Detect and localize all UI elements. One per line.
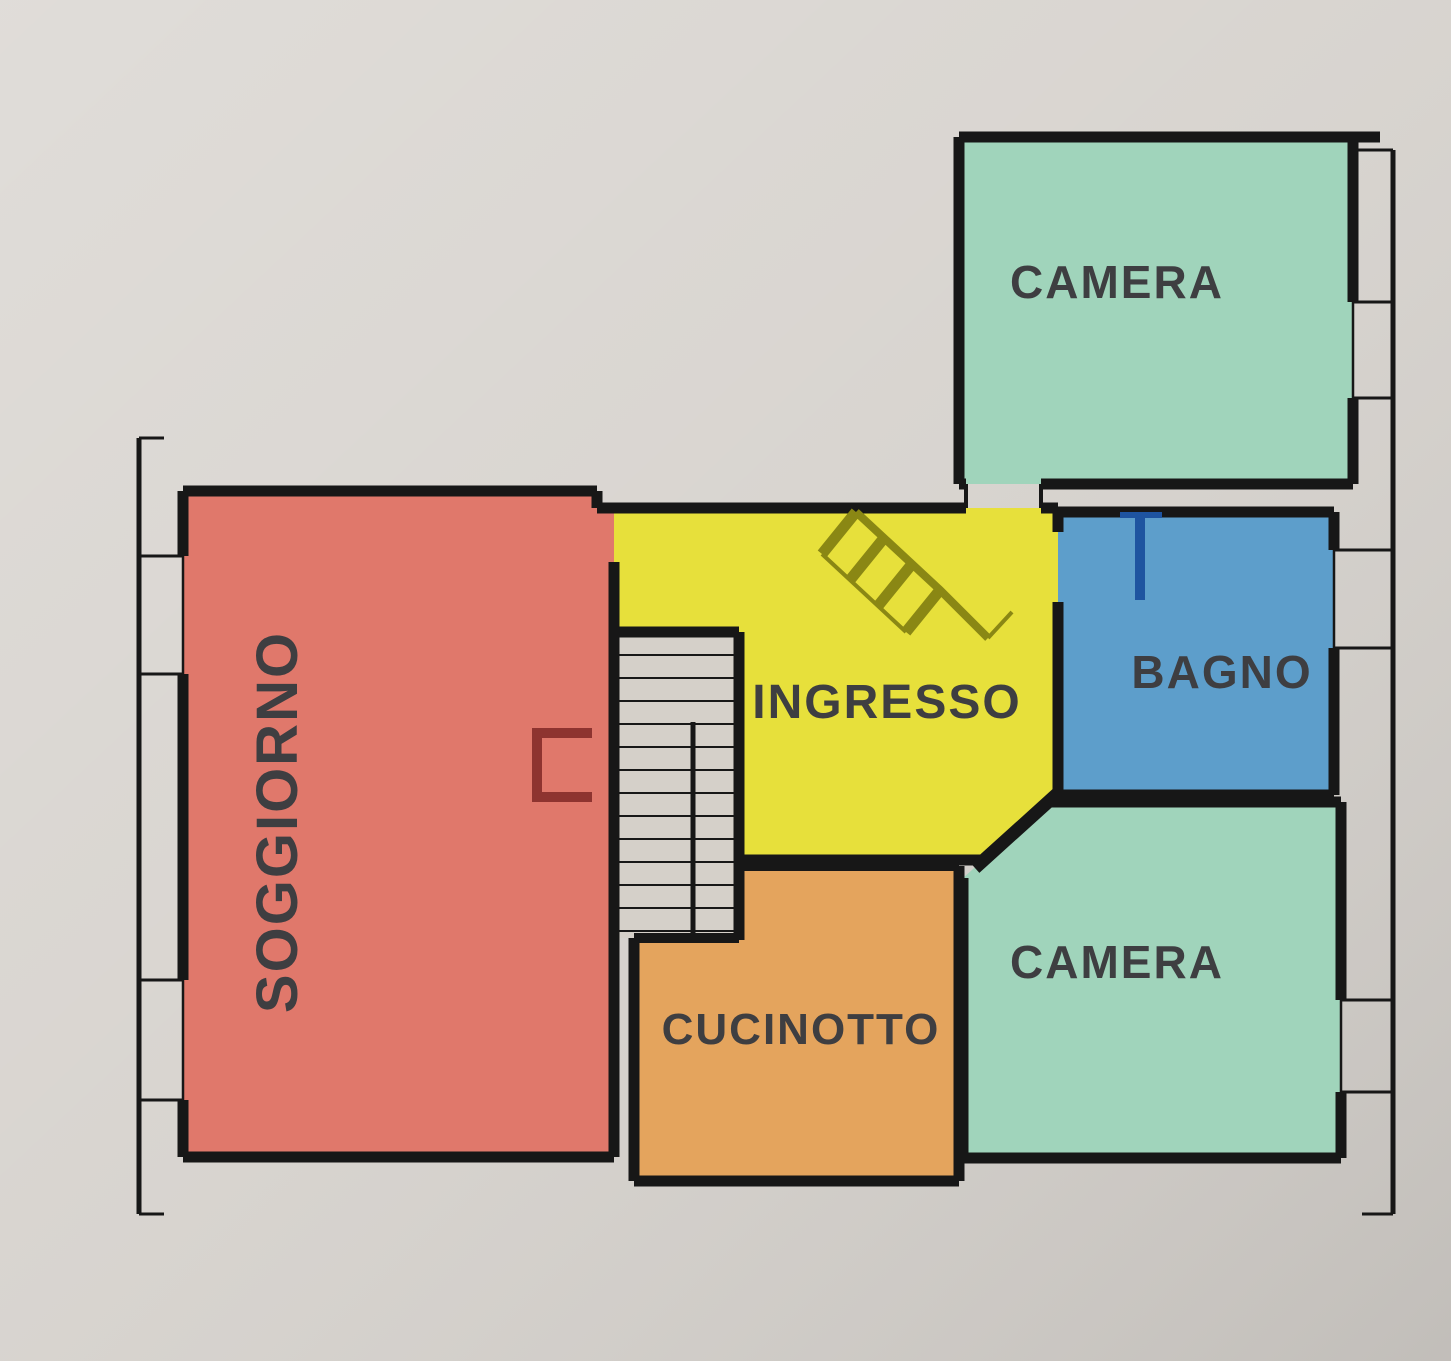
- walls: [177, 131, 1380, 1187]
- label-ingresso: INGRESSO: [752, 676, 1021, 729]
- room-soggiorno: [183, 491, 614, 1157]
- room-camera-bottom: [963, 802, 1341, 1158]
- stair-treads: [618, 654, 735, 935]
- bagno-door-symbol: [1120, 512, 1162, 600]
- label-cucinotto: CUCINOTTO: [662, 1005, 941, 1054]
- label-camera-bottom: CAMERA: [1010, 936, 1224, 988]
- label-soggiorno: SOGGIORNO: [245, 631, 310, 1013]
- rooms: [183, 137, 1353, 1181]
- stairwell: [614, 632, 739, 938]
- room-camera-top: [959, 137, 1353, 484]
- label-camera-top: CAMERA: [1010, 256, 1224, 308]
- stairs-symbol: [817, 508, 1014, 641]
- soggiorno-door-symbol: [532, 728, 592, 802]
- room-labels: CAMERA BAGNO CAMERA SOGGIORNO INGRESSO C…: [245, 256, 1312, 1054]
- room-bagno: [1058, 512, 1334, 795]
- room-cucinotto: [634, 866, 959, 1181]
- windows-and-outer-walls: [136, 148, 1396, 1216]
- label-bagno: BAGNO: [1131, 646, 1312, 698]
